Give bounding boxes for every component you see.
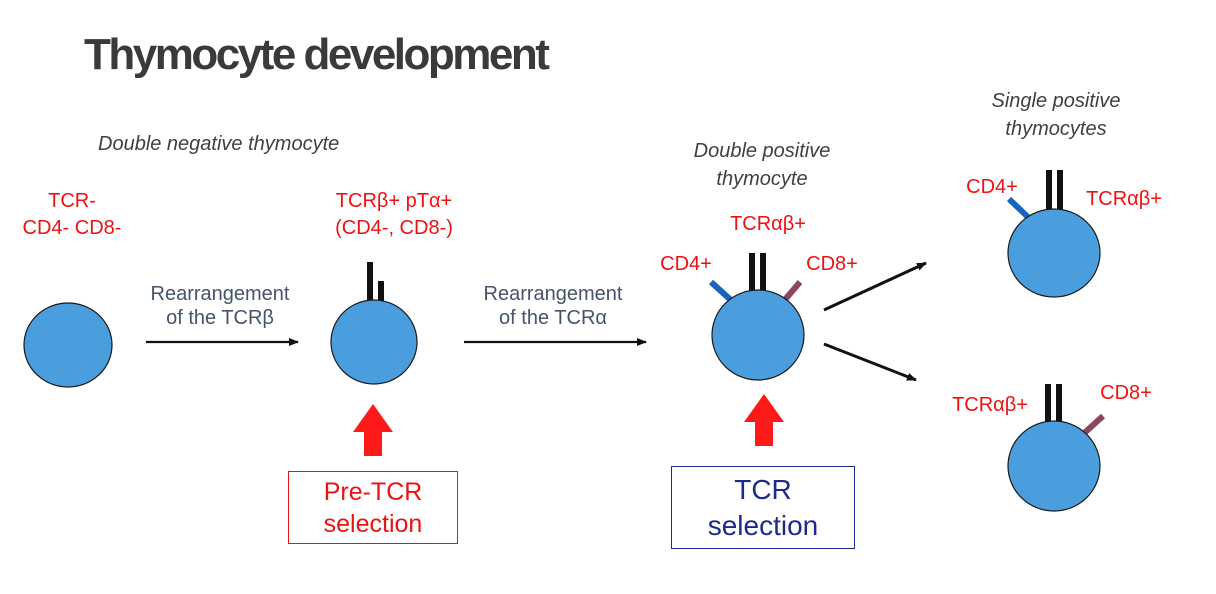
tcr-selection-box: TCR selection	[671, 466, 855, 549]
cell-dn-initial	[23, 302, 113, 388]
dn-initial-tcr-label: TCR-	[48, 190, 96, 212]
cell-single-positive-cd4	[1007, 208, 1101, 298]
stage-label-single-positive: Single positive thymocytes	[956, 87, 1156, 143]
pre-tcr-selection-arrow	[353, 404, 393, 456]
arrow-to-cd4-single-positive	[823, 261, 927, 312]
sp-cd4-tcr-receptor	[1046, 170, 1063, 212]
sp-cd8-tcr-receptor	[1045, 384, 1062, 427]
arrow-to-cd8-single-positive	[823, 342, 917, 382]
stage-label-single-positive-line1: Single positive	[991, 90, 1121, 112]
sp-cd8-cd8-label: CD8+	[1100, 382, 1152, 404]
stage-label-double-negative: Double negative thymocyte	[98, 133, 340, 155]
dp-cd4-label: CD4+	[660, 253, 712, 275]
dp-tcr-label: TCRαβ+	[730, 213, 806, 235]
pre-tcr-receptor	[367, 262, 384, 302]
sp-cd4-marker	[1006, 196, 1033, 222]
sp-cd4-tcr-label: TCRαβ+	[1086, 188, 1162, 210]
tcr-selection-arrow	[744, 394, 784, 446]
dn-pre-tcr-receptor-label: TCRβ+ pTα+	[335, 190, 453, 212]
cell-double-positive	[711, 289, 805, 381]
tcr-selection-line2: selection	[707, 509, 819, 541]
page-title: Thymocyte development	[84, 30, 550, 79]
pre-tcr-selection-box: Pre-TCR selection	[288, 471, 458, 544]
rearrange-alpha-label: Rearrangement of the TCRα	[463, 282, 643, 330]
dn-pre-tcr-cd-label: (CD4-, CD8-)	[335, 217, 453, 239]
rearrange-alpha-line1: Rearrangement	[483, 283, 623, 305]
dp-tcr-receptor	[749, 253, 766, 295]
dn-initial-label: TCR- CD4- CD8-	[0, 188, 144, 242]
stage-label-double-positive-line2: thymocyte	[716, 168, 808, 190]
dn-pre-tcr-label: TCRβ+ pTα+ (CD4-, CD8-)	[306, 188, 482, 242]
dn-initial-cd-label: CD4- CD8-	[22, 217, 122, 239]
rearrange-beta-line1: Rearrangement	[150, 283, 290, 305]
cell-single-positive-cd8	[1007, 420, 1101, 512]
cell-dn-pre-tcr	[330, 299, 418, 385]
rearrange-beta-label: Rearrangement of the TCRβ	[130, 282, 310, 330]
dp-cd8-label: CD8+	[806, 253, 858, 275]
pre-tcr-selection-line2: selection	[323, 509, 423, 538]
stage-label-double-positive-line1: Double positive	[693, 140, 831, 162]
dp-cd4-marker	[708, 279, 736, 305]
sp-cd8-tcr-label: TCRαβ+	[952, 394, 1028, 416]
stage-label-single-positive-line2: thymocytes	[1005, 118, 1107, 140]
sp-cd4-cd4-label: CD4+	[966, 176, 1018, 198]
pre-tcr-selection-line1: Pre-TCR	[323, 477, 423, 506]
rearrange-alpha-line2: of the TCRα	[499, 307, 607, 329]
stage-label-double-positive: Double positive thymocyte	[662, 137, 862, 193]
rearrange-beta-line2: of the TCRβ	[166, 307, 274, 329]
tcr-selection-line1: TCR	[734, 473, 792, 505]
